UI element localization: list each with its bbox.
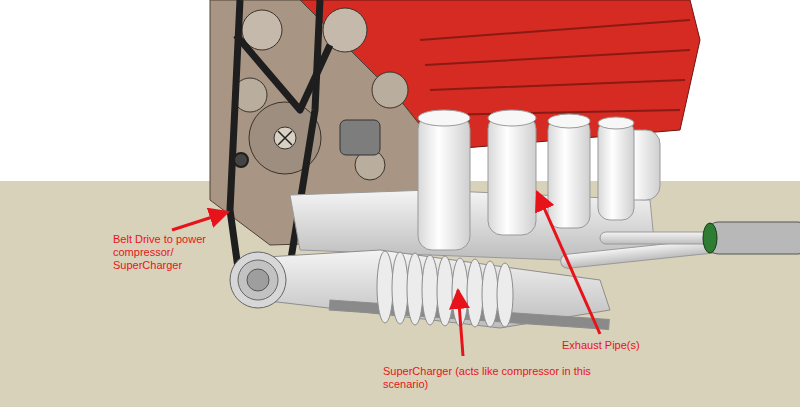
ground bbox=[0, 181, 800, 407]
callout-label: Exhaust Pipe(s) bbox=[562, 339, 682, 352]
callout-label: Belt Drive to power compressor/ SuperCha… bbox=[113, 233, 225, 272]
supercharger bbox=[230, 250, 610, 330]
callout-label: SuperCharger (acts like compressor in th… bbox=[383, 365, 598, 391]
exhaust-pipes bbox=[418, 110, 634, 250]
alternator bbox=[340, 120, 380, 155]
intake-tubes bbox=[560, 222, 800, 269]
callout-arrows bbox=[172, 192, 600, 356]
